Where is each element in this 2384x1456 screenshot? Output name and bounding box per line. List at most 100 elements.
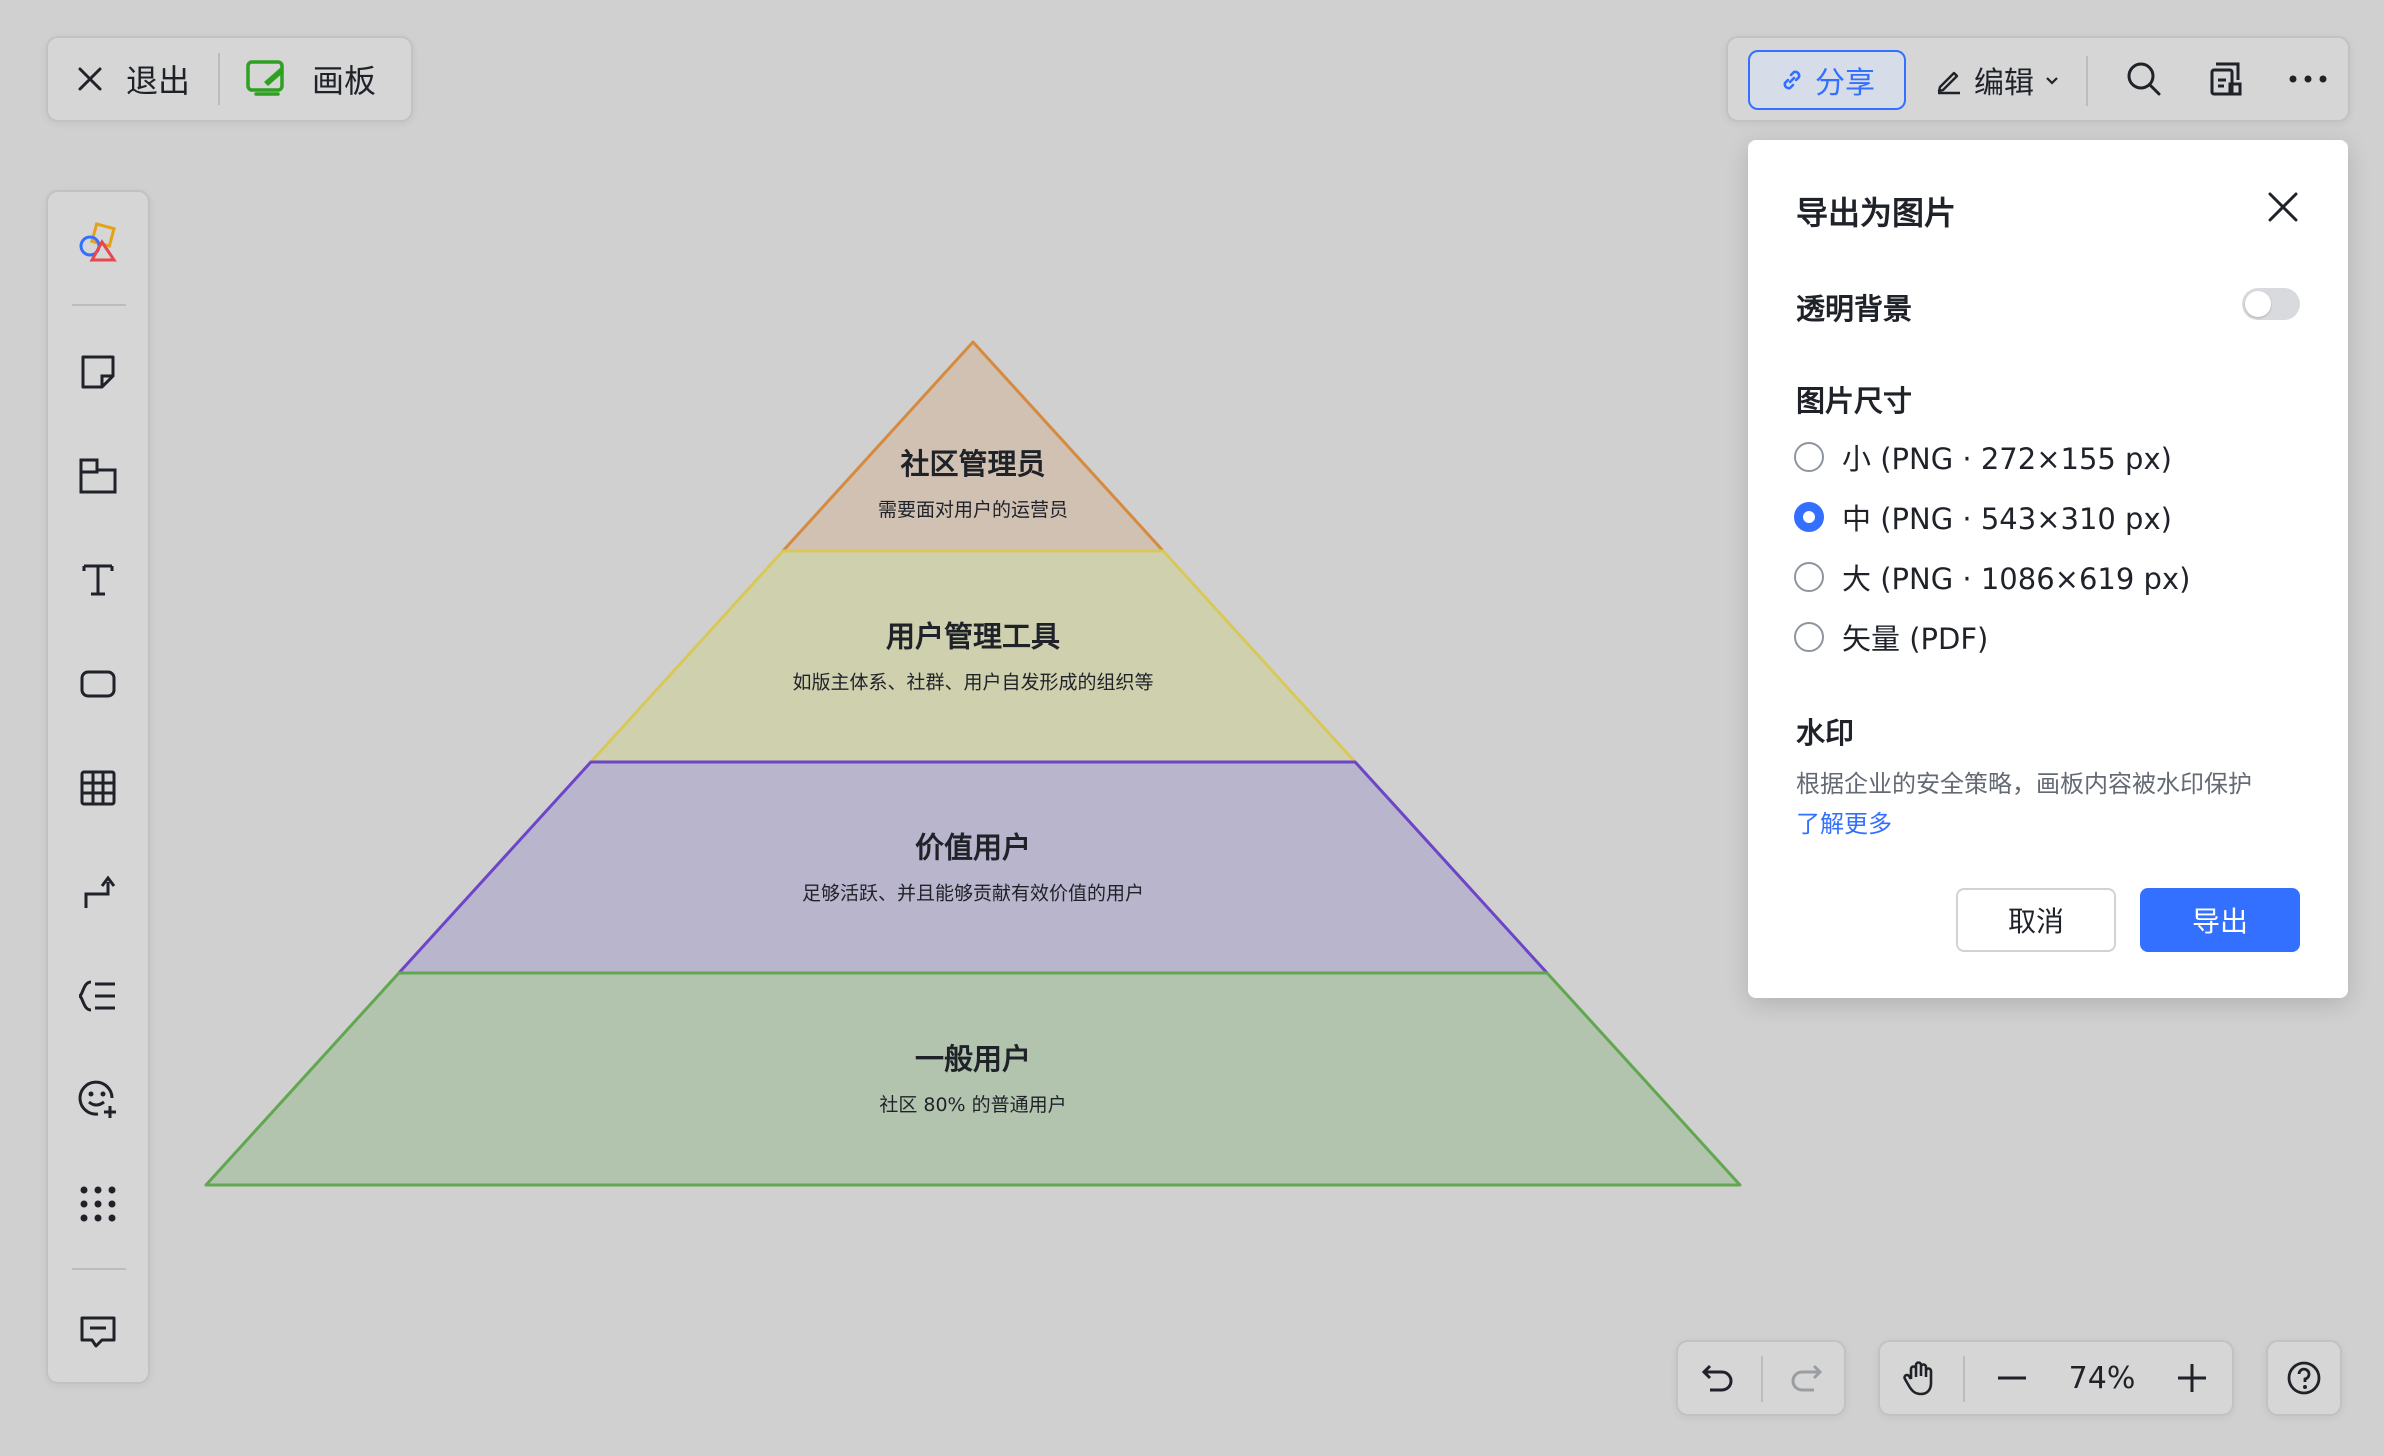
search-button[interactable] xyxy=(2114,38,2174,120)
radio-medium[interactable] xyxy=(1794,502,1824,532)
zoom-out-button[interactable] xyxy=(1972,1342,2052,1414)
sticker-tool[interactable] xyxy=(48,1060,148,1140)
pyramid-layer[interactable] xyxy=(589,549,1357,764)
zoom-toolbar: 74% xyxy=(1878,1340,2234,1416)
frame-icon xyxy=(77,456,119,496)
undo-icon xyxy=(1700,1362,1736,1394)
table-icon xyxy=(78,768,118,808)
radio-large[interactable] xyxy=(1794,562,1824,592)
option-label: 小 (PNG · 272×155 px) xyxy=(1842,442,2172,476)
hand-icon xyxy=(1901,1359,1939,1397)
pyramid-layer-desc: 需要面对用户的运营员 xyxy=(878,499,1068,521)
zoom-in-button[interactable] xyxy=(2152,1342,2232,1414)
pyramid-layer-desc: 社区 80% 的普通用户 xyxy=(879,1094,1066,1116)
table-tool[interactable] xyxy=(48,748,148,828)
text-tool[interactable] xyxy=(48,540,148,620)
text-icon xyxy=(78,560,118,600)
help-icon xyxy=(2286,1360,2322,1396)
edit-label: 编辑 xyxy=(1974,66,2034,101)
comment-tool[interactable] xyxy=(48,1292,148,1372)
pyramid-layer-title: 用户管理工具 xyxy=(886,620,1060,654)
comment-icon xyxy=(78,1312,118,1352)
help-panel xyxy=(2266,1340,2342,1416)
radio-vector[interactable] xyxy=(1794,622,1824,652)
option-label: 大 (PNG · 1086×619 px) xyxy=(1842,562,2191,596)
size-option-medium[interactable]: 中 (PNG · 543×310 px) xyxy=(1794,496,2172,538)
radio-small[interactable] xyxy=(1794,442,1824,472)
link-icon xyxy=(1779,67,1805,93)
more-tools[interactable] xyxy=(48,1164,148,1244)
pen-icon xyxy=(1934,65,1964,95)
minus-icon xyxy=(1996,1362,2028,1394)
pyramid-layer-title: 一般用户 xyxy=(915,1042,1031,1076)
close-icon xyxy=(76,65,104,93)
more-horizontal-icon xyxy=(2288,74,2328,84)
size-option-vector[interactable]: 矢量 (PDF) xyxy=(1794,616,1988,658)
size-option-small[interactable]: 小 (PNG · 272×155 px) xyxy=(1794,436,2172,478)
export-button[interactable]: 导出 xyxy=(2140,888,2300,952)
help-button[interactable] xyxy=(2268,1342,2340,1414)
redo-icon xyxy=(1788,1362,1824,1394)
exit-label: 退出 xyxy=(126,62,191,100)
dialog-title: 导出为图片 xyxy=(1796,194,1957,232)
mindmap-tool[interactable] xyxy=(48,956,148,1036)
connector-tool[interactable] xyxy=(48,852,148,932)
option-label: 矢量 (PDF) xyxy=(1842,622,1989,656)
document-icon xyxy=(2208,60,2244,98)
emoji-add-icon xyxy=(76,1078,120,1122)
top-left-toolbar: 退出 画板 xyxy=(46,36,413,122)
divider xyxy=(1761,1356,1763,1402)
zoom-level[interactable]: 74% xyxy=(2068,1360,2136,1396)
toggle-knob xyxy=(2245,291,2271,317)
grid-dots-icon xyxy=(78,1184,118,1224)
rectangle-tool[interactable] xyxy=(48,644,148,724)
divider xyxy=(1963,1356,1965,1402)
transparent-bg-toggle[interactable] xyxy=(2242,288,2300,320)
rectangle-icon xyxy=(78,664,118,704)
undo-button[interactable] xyxy=(1678,1342,1758,1414)
hand-tool-button[interactable] xyxy=(1880,1342,1960,1414)
board-label: 画板 xyxy=(312,62,377,100)
exit-button[interactable]: 退出 xyxy=(48,38,190,120)
pyramid-layer[interactable] xyxy=(781,340,1165,553)
edit-dropdown[interactable]: 编辑 xyxy=(1934,50,2060,110)
pyramid-layer-desc: 足够活跃、并且能够贡献有效价值的用户 xyxy=(802,883,1144,905)
sticky-note-icon xyxy=(78,352,118,392)
learn-more-link[interactable]: 了解更多 xyxy=(1796,810,1892,838)
share-button[interactable]: 分享 xyxy=(1748,50,1906,110)
pyramid-layer[interactable] xyxy=(204,971,1742,1187)
more-button[interactable] xyxy=(2278,38,2338,120)
pyramid-layer-title: 社区管理员 xyxy=(900,447,1045,481)
connector-icon xyxy=(78,872,118,912)
frame-tool[interactable] xyxy=(48,436,148,516)
transparent-bg-label: 透明背景 xyxy=(1796,292,1913,326)
close-icon[interactable] xyxy=(2266,190,2300,224)
search-icon xyxy=(2125,60,2163,98)
pyramid-layer[interactable] xyxy=(397,760,1549,975)
divider xyxy=(218,53,221,105)
cancel-button[interactable]: 取消 xyxy=(1956,888,2116,952)
pyramid-layer-title: 价值用户 xyxy=(915,831,1031,865)
shapes-tool[interactable] xyxy=(48,204,148,284)
watermark-note: 根据企业的安全策略，画板内容被水印保护 xyxy=(1796,770,2252,798)
chevron-down-icon xyxy=(2044,72,2060,88)
top-right-toolbar: 分享 编辑 xyxy=(1726,36,2350,122)
redo-button[interactable] xyxy=(1766,1342,1846,1414)
plus-icon xyxy=(2176,1362,2208,1394)
export-dialog: 导出为图片 透明背景 图片尺寸 小 (PNG · 272×155 px) 中 (… xyxy=(1748,140,2348,998)
board-icon xyxy=(246,58,288,100)
divider xyxy=(2086,56,2088,106)
left-toolbar xyxy=(46,190,150,1384)
size-option-large[interactable]: 大 (PNG · 1086×619 px) xyxy=(1794,556,2190,598)
divider xyxy=(72,1268,126,1270)
pyramid-layer-desc: 如版主体系、社群、用户自发形成的组织等 xyxy=(792,672,1153,694)
sticky-note-tool[interactable] xyxy=(48,332,148,412)
mindmap-icon xyxy=(77,976,119,1016)
shapes-icon xyxy=(76,222,120,266)
divider xyxy=(72,304,126,306)
image-size-label: 图片尺寸 xyxy=(1796,384,1913,418)
history-toolbar xyxy=(1676,1340,1846,1416)
board-button[interactable]: 画板 xyxy=(220,38,376,120)
watermark-label: 水印 xyxy=(1796,716,1855,750)
document-button[interactable] xyxy=(2196,38,2256,120)
